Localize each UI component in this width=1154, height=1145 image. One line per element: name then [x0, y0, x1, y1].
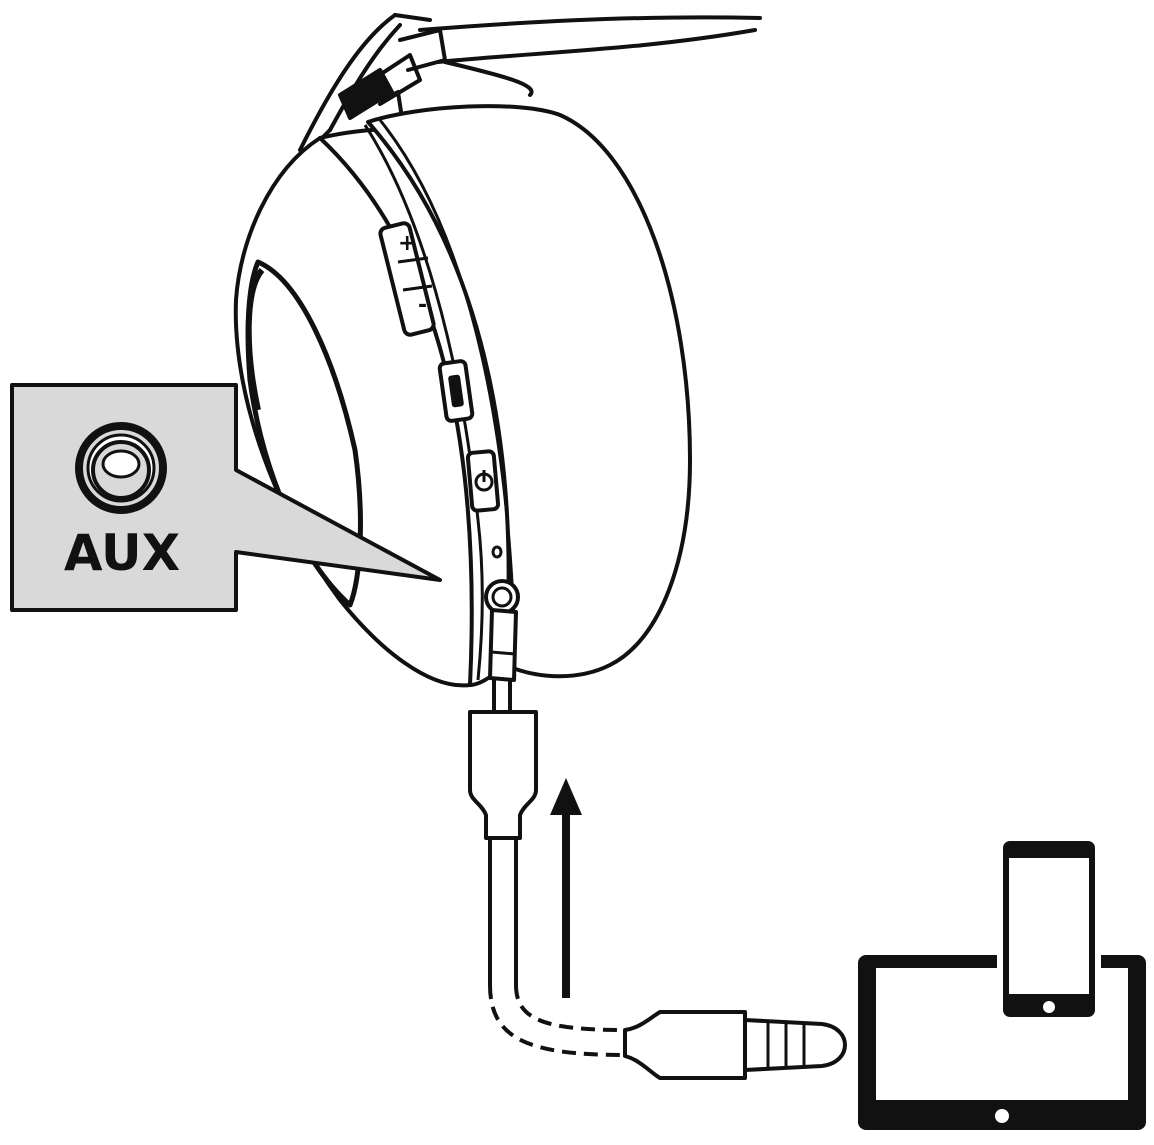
volume-rocker — [378, 221, 436, 337]
aux-callout: AUX — [10, 383, 442, 612]
headset-controls: + - — [378, 221, 520, 615]
volume-down-icon: - — [418, 293, 427, 318]
audio-jack-icon — [75, 422, 167, 514]
aux-cable — [468, 608, 626, 1057]
insert-direction-arrow-icon — [550, 778, 582, 998]
headset-headband — [298, 13, 762, 157]
status-led — [491, 545, 503, 559]
smartphone-icon — [997, 835, 1101, 1023]
volume-up-icon: + — [398, 231, 416, 256]
audio-plug — [623, 1010, 847, 1080]
aux-label: AUX — [64, 524, 180, 582]
